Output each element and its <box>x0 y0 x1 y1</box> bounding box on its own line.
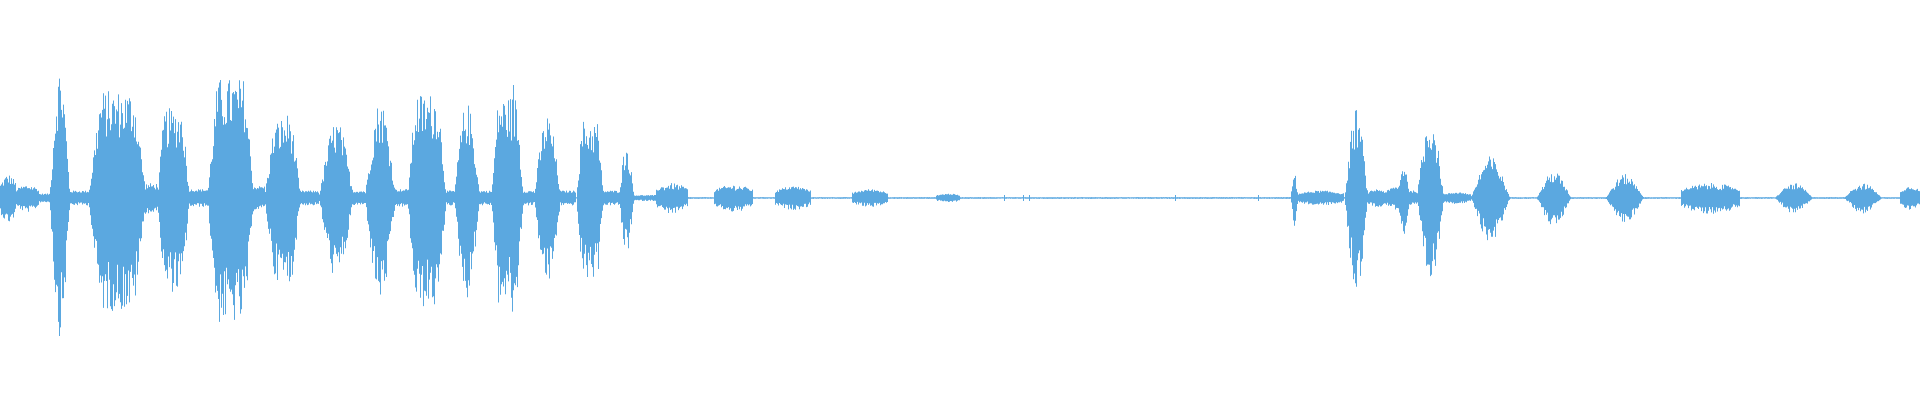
waveform-bars <box>0 78 1920 336</box>
